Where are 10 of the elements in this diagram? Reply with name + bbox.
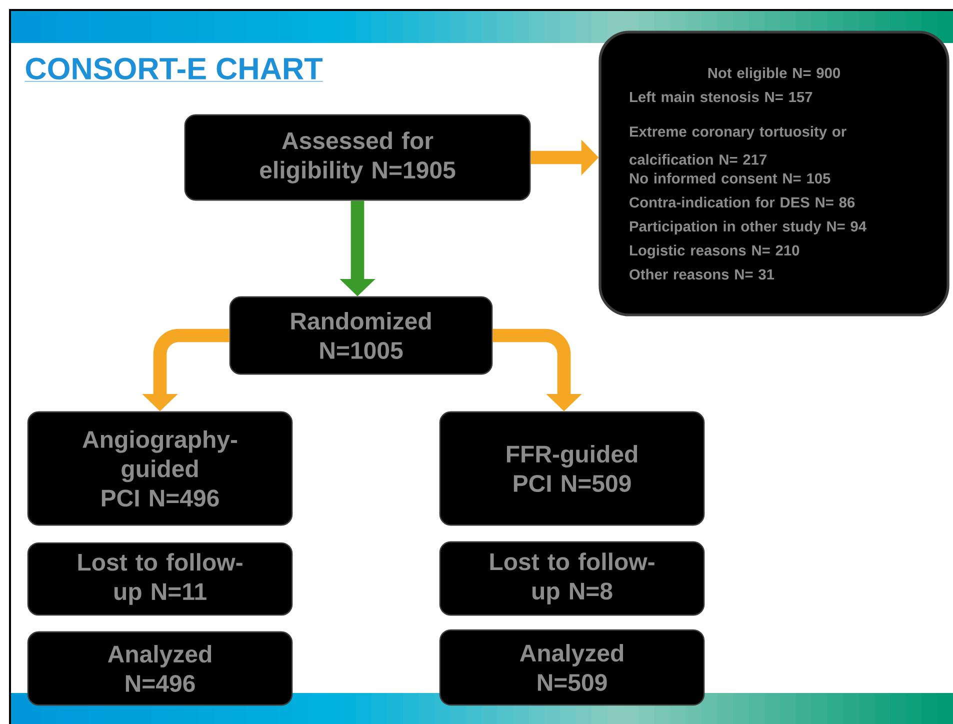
process-box: Angiography-guided PCI N=496 bbox=[27, 411, 293, 526]
title: CONSORT-E CHART bbox=[24, 58, 324, 82]
process-box: Analyzed N=509 bbox=[439, 629, 705, 706]
process-box: Lost to follow-up N=8 bbox=[439, 541, 705, 616]
process-box: Randomized N=1005 bbox=[229, 296, 493, 375]
process-box: Lost to follow-up N=11 bbox=[27, 542, 293, 616]
process-box: FFR-guided PCI N=509 bbox=[439, 411, 705, 526]
process-box: Analyzed N=496 bbox=[27, 631, 293, 706]
notice-box: Not eligible N= 900 Left main stenosis N= 157 Extreme coronary tortuosity or calcification N= 217 No informed consent N= 105 Contra-indication for DES N= 86 Participation in other study N= 94 Logistic reasons N= 210 Other reasons N= 31 bbox=[598, 30, 950, 316]
process-box: Assessed for eligibility N=1905 bbox=[184, 114, 531, 201]
